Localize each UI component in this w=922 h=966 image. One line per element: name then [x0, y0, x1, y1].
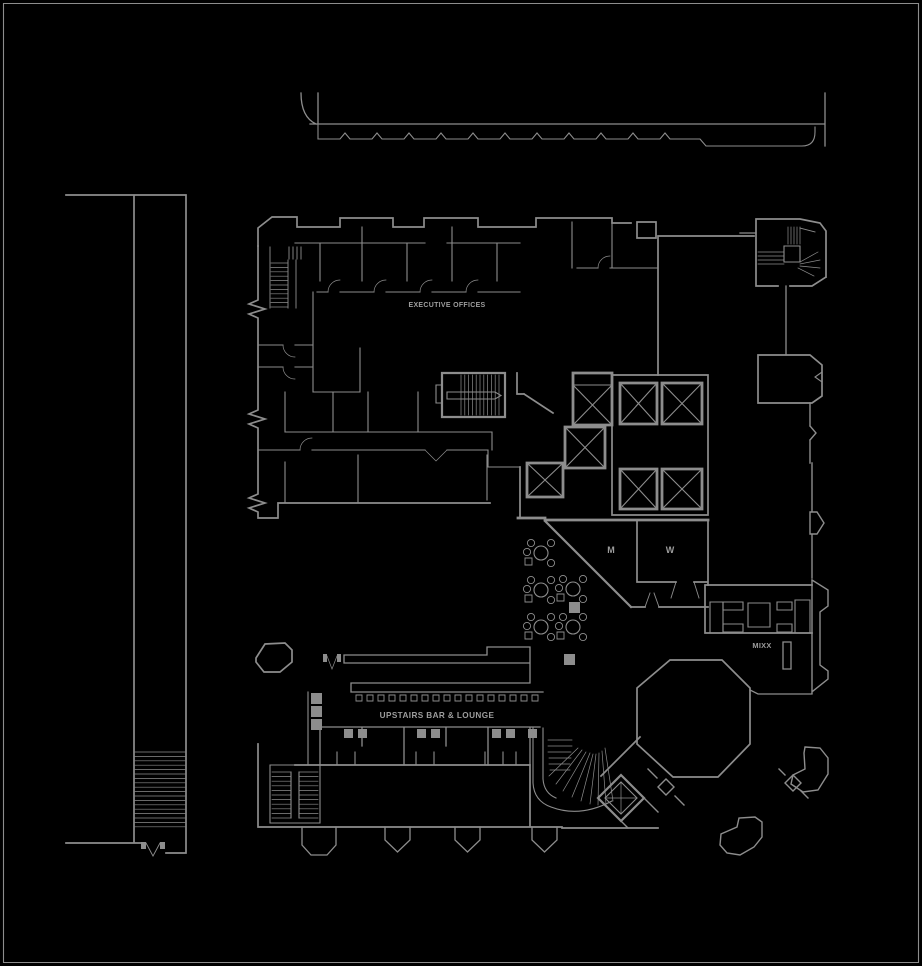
elevator-x-marks — [527, 383, 702, 509]
north-promenade — [301, 93, 825, 146]
bar-counter — [344, 647, 543, 702]
column-marker — [569, 602, 580, 613]
column-marker — [564, 654, 575, 665]
column-diamond — [779, 769, 808, 798]
bar-lounge-area: UPSTAIRS BAR & LOUNGE — [256, 643, 562, 855]
door-jamb — [160, 842, 165, 849]
northwest-stair — [270, 247, 301, 308]
service-counter — [783, 642, 791, 669]
upstairs-bar-lounge-label: UPSTAIRS BAR & LOUNGE — [380, 711, 495, 720]
womens-restroom-label: W — [666, 545, 675, 555]
mixx-label: MIXX — [752, 641, 771, 650]
planters — [720, 747, 828, 855]
door-swing-icon — [327, 656, 337, 669]
west-grand-stair — [66, 195, 186, 856]
drawing-border — [4, 4, 919, 963]
east-wing — [758, 355, 824, 578]
central-stairwell — [436, 373, 505, 417]
mens-restroom-label: M — [607, 545, 615, 555]
grand-curved-stair — [533, 728, 658, 828]
executive-offices-label: EXECUTIVE OFFICES — [408, 302, 485, 309]
double-door-icon — [146, 843, 160, 856]
northeast-stairwell — [740, 219, 826, 355]
restrooms: M W — [518, 518, 708, 607]
column-diamond — [648, 769, 684, 805]
executive-offices-area: EXECUTIVE OFFICES — [249, 217, 754, 518]
southwest-stair — [270, 765, 320, 823]
mixx-room: MIXX — [705, 580, 828, 693]
door-jamb — [141, 842, 146, 849]
elevator-core — [517, 373, 708, 518]
lounge-floor — [258, 744, 562, 855]
cafe-tables — [522, 538, 588, 665]
booth-seating — [320, 727, 540, 765]
bay-window — [302, 827, 336, 855]
entry-vestibule — [256, 643, 292, 672]
octagon-platform — [637, 660, 812, 777]
